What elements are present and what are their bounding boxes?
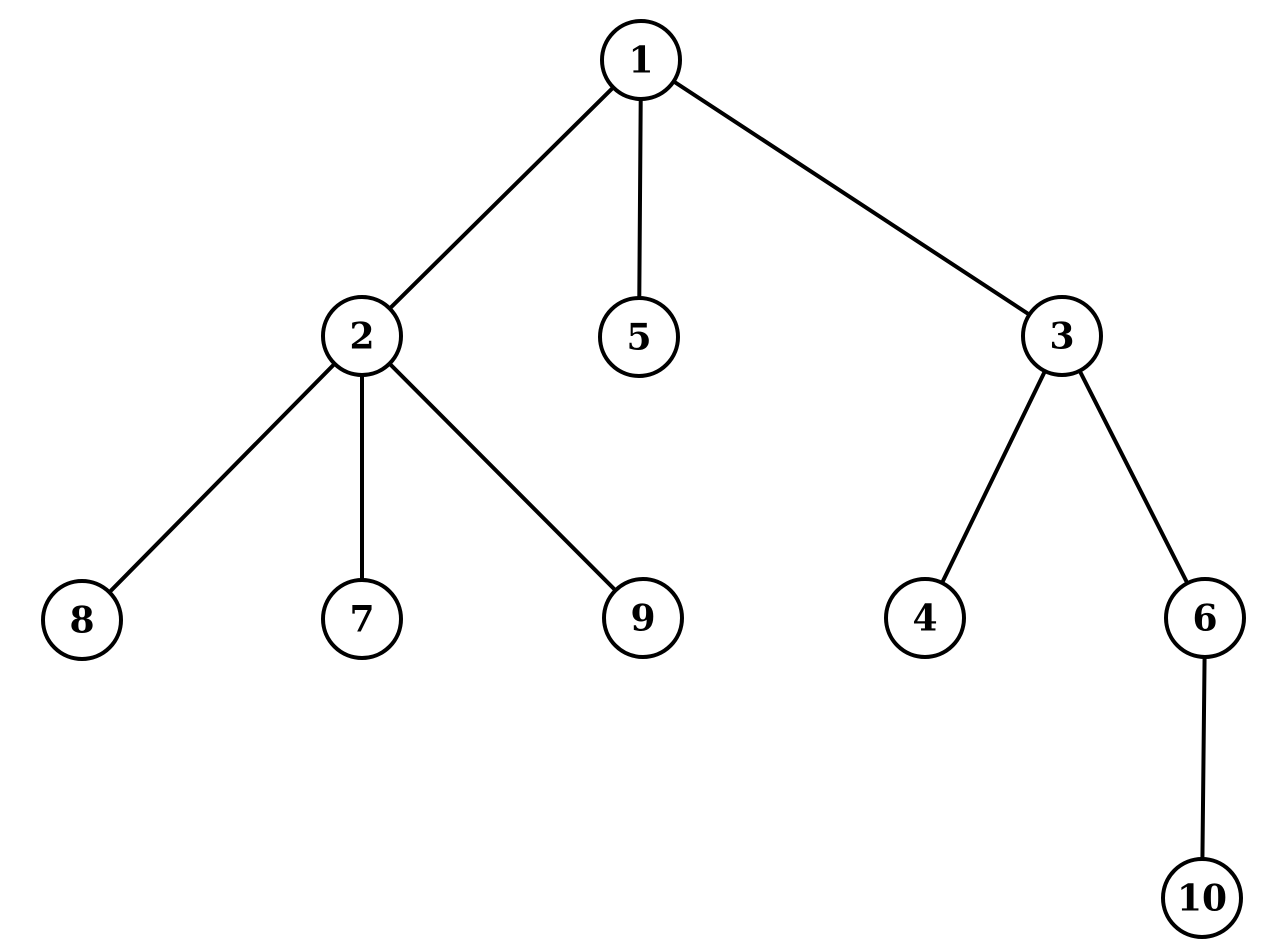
tree-node-5: 5: [598, 296, 680, 378]
tree-edge-2-9: [360, 334, 645, 620]
node-label: 5: [626, 317, 651, 359]
node-circle: [1021, 295, 1103, 377]
node-circle: [321, 578, 403, 660]
node-circle: [602, 577, 684, 659]
tree-node-9: 9: [602, 577, 684, 659]
tree-node-2: 2: [321, 295, 403, 377]
tree-node-6: 6: [1164, 577, 1246, 659]
node-circle: [600, 19, 682, 101]
tree-node-3: 3: [1021, 295, 1103, 377]
tree-edge-1-2: [360, 58, 643, 338]
tree-node-7: 7: [321, 578, 403, 660]
node-label: 9: [630, 598, 655, 640]
node-circle: [884, 577, 966, 659]
tree-node-8: 8: [41, 579, 123, 661]
tree-edge-1-3: [639, 58, 1064, 338]
tree-edge-3-4: [923, 334, 1064, 620]
tree-edge-6-10: [1200, 616, 1207, 900]
node-label: 10: [1177, 878, 1227, 920]
node-label: 8: [69, 600, 94, 642]
tree-edge-2-8: [80, 334, 364, 622]
node-circle: [321, 295, 403, 377]
node-label: 4: [912, 598, 937, 640]
node-label: 7: [349, 599, 374, 641]
node-circle: [41, 579, 123, 661]
node-circle: [598, 296, 680, 378]
tree-node-10: 10: [1161, 857, 1243, 939]
node-circle: [1164, 577, 1246, 659]
node-label: 3: [1049, 316, 1074, 358]
tree-node-1: 1: [600, 19, 682, 101]
node-label: 2: [349, 316, 374, 358]
node-label: 6: [1192, 598, 1217, 640]
tree-edge-3-6: [1060, 334, 1207, 620]
node-label: 1: [628, 40, 653, 82]
node-circle: [1161, 857, 1243, 939]
tree-edge-1-5: [637, 58, 643, 339]
tree-node-4: 4: [884, 577, 966, 659]
